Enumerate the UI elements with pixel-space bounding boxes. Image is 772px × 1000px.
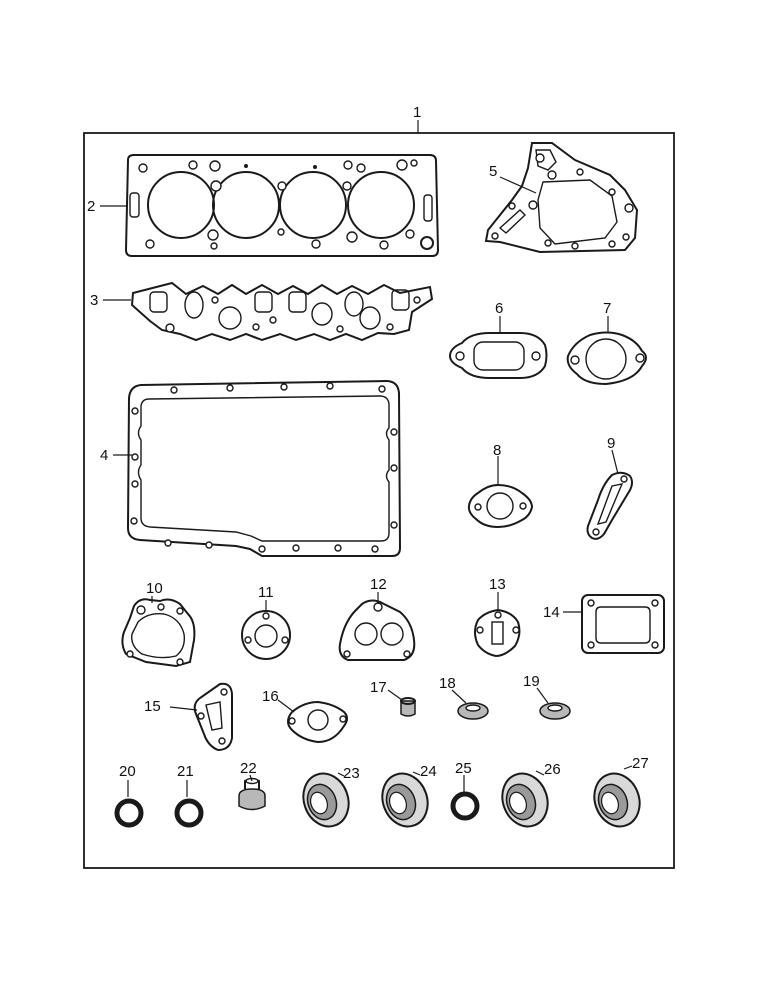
part-10-water-pump-gasket [121,598,196,668]
callout-12: 12 [370,576,387,593]
callout-15: 15 [144,698,161,715]
part-17-small-seal [400,697,416,717]
part-11-round-gasket [241,610,291,660]
part-8-small-flange-gasket [467,483,534,529]
part-9-angled-slot-gasket [586,471,633,540]
part-13-slotted-gasket [474,608,521,658]
part-21-o-ring [174,798,204,828]
part-4-oil-pan-gasket [126,379,402,557]
callout-16: 16 [262,688,279,705]
callout-8: 8 [493,442,501,459]
callout-3: 3 [90,292,98,309]
callout-20: 20 [119,763,136,780]
callout-13: 13 [489,576,506,593]
part-2-cylinder-head-gasket [124,154,440,257]
callout-11: 11 [258,584,274,601]
callout-6: 6 [495,300,503,317]
callout-27: 27 [632,755,649,772]
callout-9: 9 [607,435,615,452]
part-16-diamond-flange-gasket [287,700,348,744]
part-27-oil-seal [593,772,641,828]
callout-21: 21 [177,763,194,780]
part-23-oil-seal [302,772,350,828]
part-5-timing-cover-gasket [484,142,639,254]
callout-24: 24 [420,763,437,780]
part-7-round-flange-gasket [566,331,647,386]
callout-2: 2 [87,198,95,215]
callout-18: 18 [439,675,456,692]
part-24-oil-seal [381,772,429,828]
part-14-square-flange-gasket [581,594,665,654]
callout-17: 17 [370,679,387,696]
callout-5: 5 [489,163,497,180]
part-12-twin-port-gasket [338,599,416,661]
callout-7: 7 [603,300,611,317]
callout-26: 26 [544,761,561,778]
part-18-grommet [457,702,489,720]
part-19-grommet [539,702,571,720]
kit-frame [83,132,675,869]
callout-25: 25 [455,760,472,777]
callout-1: 1 [413,104,421,121]
callout-4: 4 [100,447,108,464]
part-25-o-ring [450,791,480,821]
callout-19: 19 [523,673,540,690]
callout-14: 14 [543,604,560,621]
part-20-o-ring [114,798,144,828]
part-26-oil-seal [501,772,549,828]
callout-22: 22 [240,760,257,777]
callout-10: 10 [146,580,163,597]
callout-23: 23 [343,765,360,782]
part-15-elongated-gasket [193,682,233,752]
part-3-manifold-gasket [130,281,434,342]
part-22-valve-stem-seal [238,777,266,811]
part-6-flange-gasket [448,332,548,379]
